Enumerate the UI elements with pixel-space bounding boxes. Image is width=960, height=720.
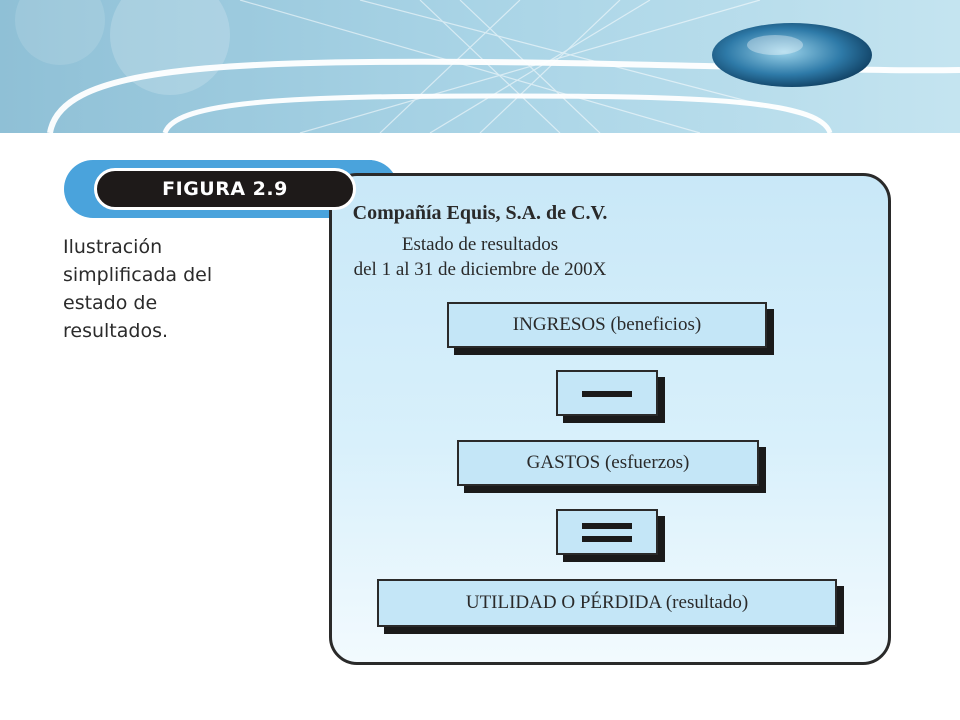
figure-caption: Ilustración simplificada del estado de r… [63, 233, 283, 345]
equals-icon-top [582, 523, 632, 529]
caption-line: estado de [63, 292, 158, 314]
expenses-label: GASTOS (esfuerzos) [526, 452, 690, 473]
header-banner [0, 0, 960, 133]
result-label: UTILIDAD O PÉRDIDA (resultado) [465, 592, 749, 613]
statement-title: Estado de resultados [401, 234, 559, 255]
figure-label: FIGURA 2.9 [162, 178, 288, 200]
income-box: INGRESOS (beneficios) [447, 302, 767, 348]
statement-period: del 1 al 31 de diciembre de 200X [353, 259, 607, 280]
company-name: Compañía Equis, S.A. de C.V. [352, 202, 608, 224]
banner-graphic [0, 0, 960, 133]
caption-line: simplificada del [63, 264, 213, 286]
equals-icon-bottom [582, 536, 632, 542]
equals-operator-box [556, 509, 658, 555]
caption-line: Ilustración [63, 236, 163, 258]
minus-operator-box [556, 370, 658, 416]
expenses-box: GASTOS (esfuerzos) [457, 440, 759, 486]
caption-line: resultados. [63, 320, 169, 342]
income-label: INGRESOS (beneficios) [512, 314, 702, 335]
minus-icon [582, 391, 632, 397]
result-box: UTILIDAD O PÉRDIDA (resultado) [377, 579, 837, 627]
figure-label-pill: FIGURA 2.9 [94, 168, 356, 210]
